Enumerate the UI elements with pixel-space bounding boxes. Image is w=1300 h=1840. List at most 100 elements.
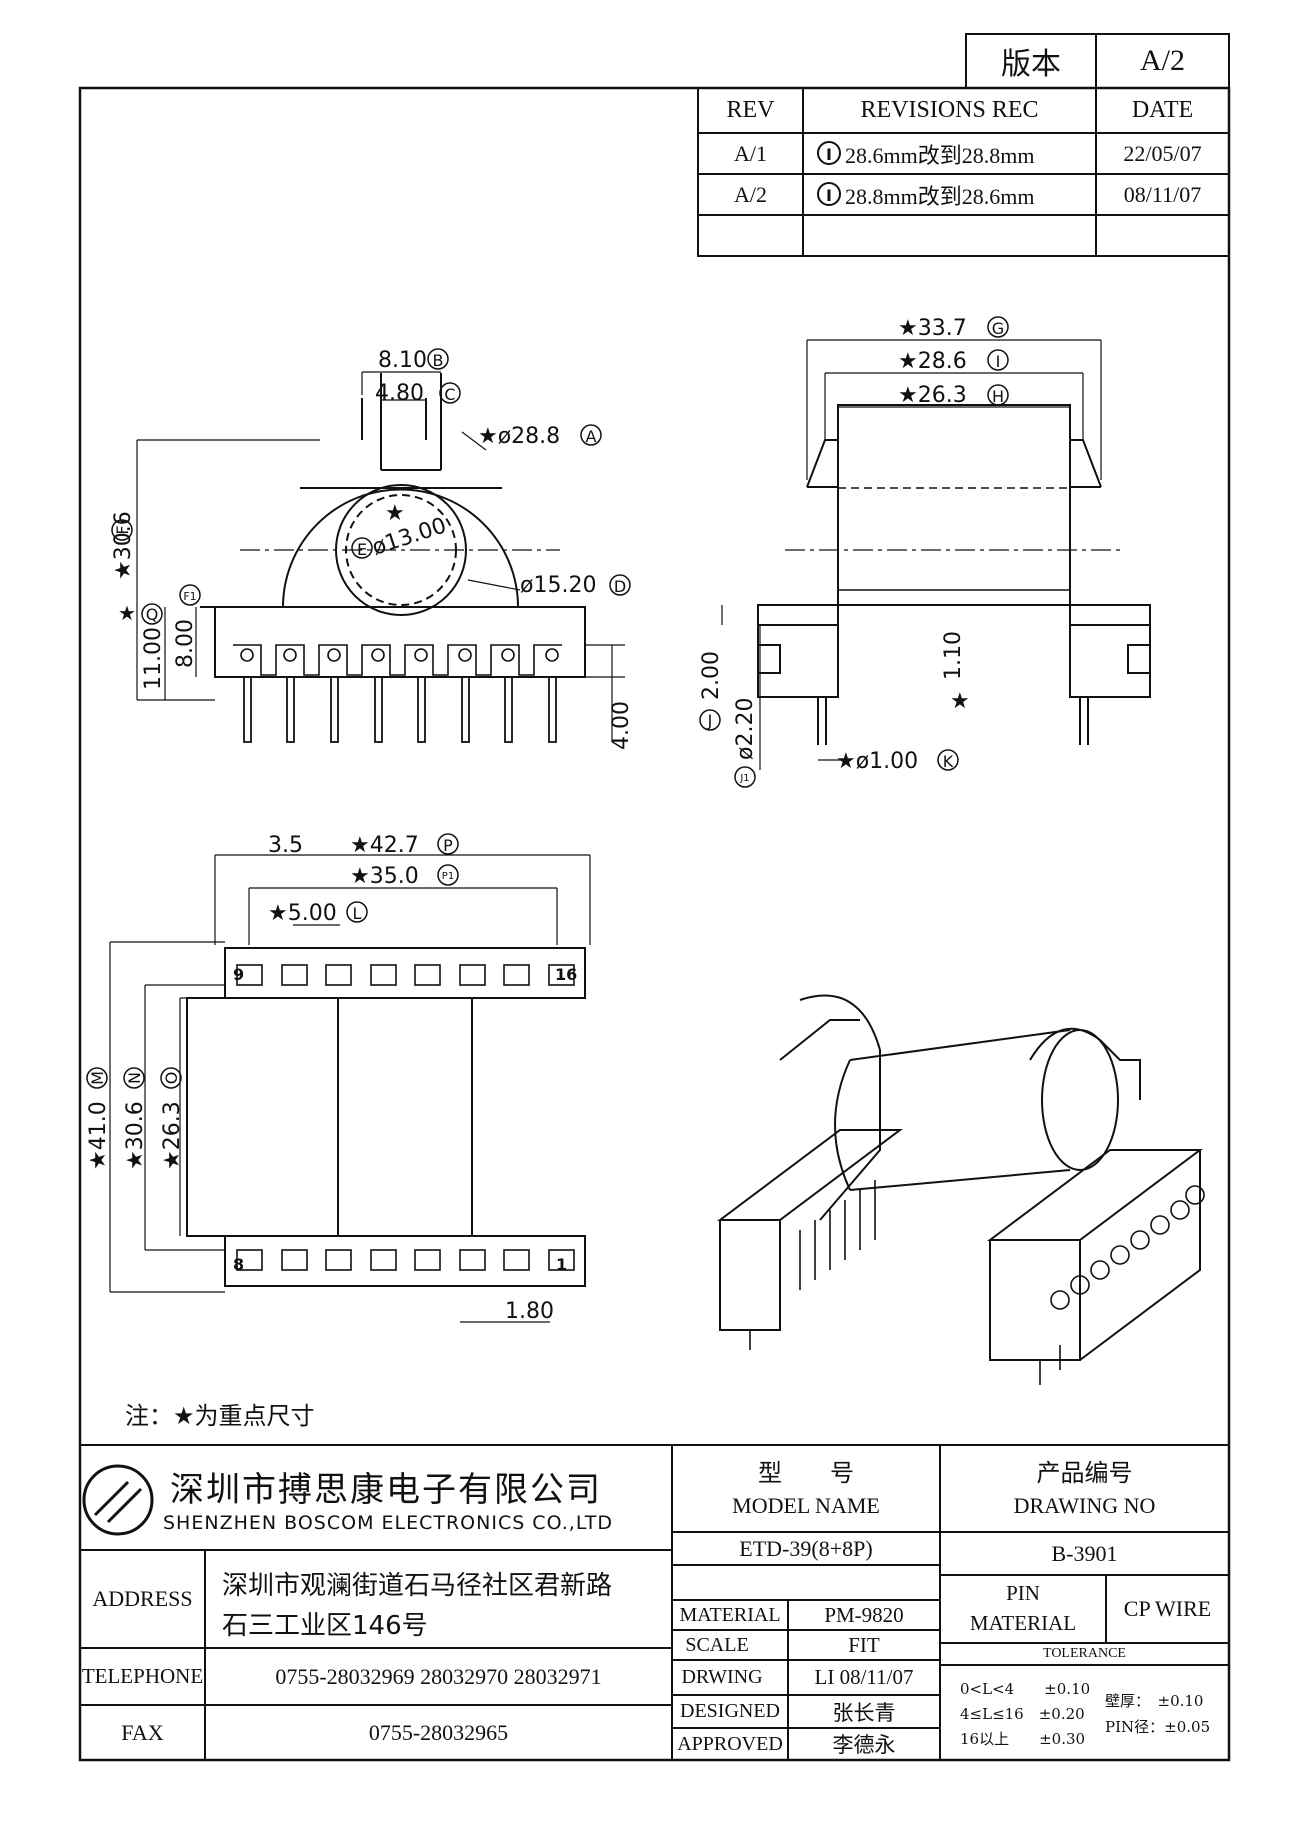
dim-2-20: ø2.20	[733, 698, 758, 760]
dim-1-80: 1.80	[505, 1299, 554, 1324]
marker-f: F	[113, 525, 132, 534]
company-name-en: SHENZHEN BOSCOM ELECTRONICS CO.,LTD	[163, 1512, 614, 1534]
rev-cell: A/1	[734, 140, 767, 166]
date-cell: 08/11/07	[1123, 181, 1202, 207]
marker-m: M	[88, 1071, 107, 1085]
svg-text:I: I	[826, 186, 832, 205]
tolerance-label: TOLERANCE	[1043, 1646, 1126, 1661]
dim-28-6: ★28.6	[898, 349, 967, 374]
designed-value: 张长青	[832, 1700, 896, 1725]
drawing-value: B-3901	[1051, 1540, 1118, 1566]
marker-j: J	[707, 711, 713, 730]
dim-30-6b: ★30.6	[123, 1101, 148, 1170]
dim-26-3: ★26.3	[898, 383, 967, 408]
tolerance-range-3: 16以上 ±0.30	[960, 1730, 1086, 1748]
rev-header: REV	[726, 97, 775, 123]
dim-8: 8.00	[173, 619, 198, 668]
marker-f1: F1	[183, 590, 196, 603]
dim-1-00: ★ø1.00	[836, 749, 918, 774]
side-view	[721, 339, 1151, 770]
approved-label: APPROVED	[677, 1732, 783, 1755]
dim-1-10: 1.10	[941, 631, 966, 680]
address-line-1: 深圳市观澜街道石马径社区君新路	[222, 1571, 613, 1601]
dim-3-5: 3.5	[268, 833, 303, 858]
revisions-rec-header: REVISIONS REC	[860, 97, 1039, 123]
company-logo-icon	[82, 1464, 154, 1536]
title-block-grid	[80, 1444, 1229, 1760]
scale-label: SCALE	[685, 1633, 749, 1656]
pin-label: 16	[555, 965, 577, 984]
model-value: ETD-39(8+8P)	[739, 1535, 873, 1561]
rec-cell: 28.8mm改到28.6mm	[845, 183, 1035, 209]
material-value: PM-9820	[824, 1602, 904, 1627]
fax-value: 0755-28032965	[368, 1719, 509, 1745]
marker-a: A	[586, 427, 597, 446]
marker-b: B	[433, 351, 444, 370]
marker-p: P	[443, 836, 453, 855]
rev-cell: A/2	[734, 181, 767, 207]
dim-41: ★41.0	[86, 1101, 111, 1170]
address-line-2: 石三工业区146号	[222, 1611, 428, 1641]
pin-label: 9	[233, 965, 244, 984]
scale-value: FIT	[848, 1632, 880, 1657]
marker-h: H	[992, 387, 1004, 406]
drawing-no-cn: 产品编号	[1036, 1460, 1133, 1487]
marker-i: I	[996, 352, 1001, 371]
fax-label: FAX	[121, 1719, 164, 1745]
marker-q: Q	[146, 605, 159, 624]
rec-cell: 28.6mm改到28.8mm	[845, 142, 1035, 168]
version-value: A/2	[1140, 44, 1185, 77]
tolerance-range-2: 4≤L≤16 ±0.20	[960, 1705, 1085, 1723]
telephone-label: TELEPHONE	[81, 1664, 204, 1688]
marker-e: E	[357, 540, 367, 559]
marker-l: L	[353, 904, 362, 923]
telephone-value: 0755-28032969 28032970 28032971	[275, 1663, 602, 1689]
drawing-no-en: DRAWING NO	[1013, 1493, 1156, 1518]
company-name-cn: 深圳市搏思康电子有限公司	[170, 1470, 602, 1510]
front-view	[136, 371, 625, 743]
pin-material-label-2: MATERIAL	[969, 1610, 1077, 1635]
dim-4: 4.00	[609, 701, 634, 750]
marker-d: D	[614, 577, 626, 596]
drwing-label: DRWING	[681, 1666, 763, 1688]
marker-p1: P1	[442, 871, 454, 882]
side-star-icon: ★	[950, 689, 970, 714]
dim-26-3b: ★26.3	[160, 1101, 185, 1170]
dim-11: 11.00	[141, 627, 166, 690]
front-star-icon: ★	[385, 501, 405, 526]
pin-material-value: CP WIRE	[1123, 1596, 1212, 1621]
marker-n: N	[125, 1072, 144, 1084]
dim-33-7: ★33.7	[898, 316, 967, 341]
pin-diameter-tolerance: PIN径：±0.05	[1105, 1718, 1211, 1736]
marker-k: K	[943, 752, 954, 771]
bottom-view	[109, 854, 591, 1323]
key-dimension-note: 注：★为重点尺寸	[125, 1402, 315, 1430]
pin-material-label-1: PIN	[1006, 1580, 1040, 1605]
dim-35: ★35.0	[350, 864, 419, 889]
drwing-value: LI 08/11/07	[814, 1665, 914, 1689]
date-cell: 22/05/07	[1123, 140, 1202, 166]
dim-15-2: ø15.20	[520, 573, 596, 598]
designed-label: DESIGNED	[680, 1700, 780, 1722]
date-header: DATE	[1131, 97, 1194, 123]
wall-tolerance: 壁厚： ±0.10	[1105, 1692, 1204, 1710]
pin-label: 1	[556, 1255, 567, 1274]
isometric-view	[717, 994, 1205, 1385]
model-name-cn: 型 号	[758, 1460, 854, 1487]
marker-o: O	[162, 1072, 181, 1085]
approved-value: 李德永	[832, 1733, 896, 1757]
tolerance-range-1: 0<L<4 ±0.10	[960, 1680, 1091, 1698]
svg-text:I: I	[826, 145, 832, 164]
dim-8-10: 8.10	[378, 348, 427, 373]
address-label: ADDRESS	[92, 1586, 193, 1611]
marker-g: G	[992, 319, 1004, 338]
dim-2-00: 2.00	[699, 651, 724, 700]
revision-mark-icon: I I	[817, 141, 841, 206]
star-q-icon: ★	[118, 601, 136, 625]
model-name-en: MODEL NAME	[732, 1493, 880, 1518]
pin-label: 8	[233, 1255, 244, 1274]
